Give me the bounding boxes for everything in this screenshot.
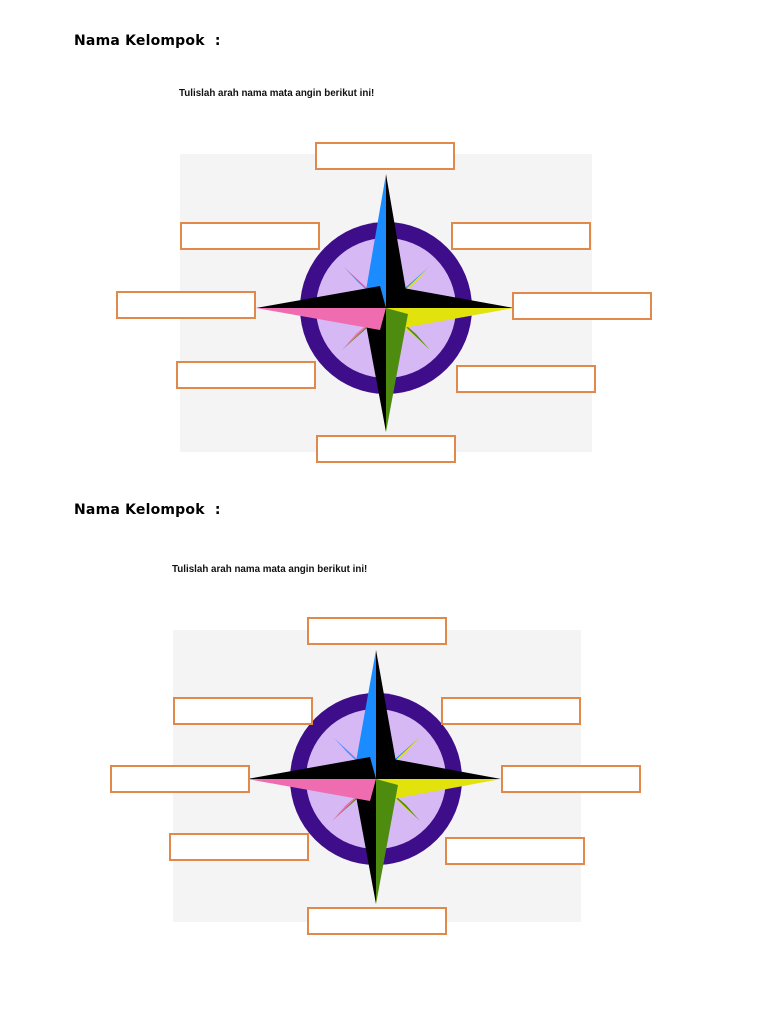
answer-box-east[interactable] — [501, 765, 641, 793]
answer-box-northwest[interactable] — [173, 697, 313, 725]
answer-box-southwest[interactable] — [169, 833, 309, 861]
answer-input-west[interactable] — [112, 767, 248, 791]
worksheet-2: Nama Kelompok : Tulislah arah nama mata … — [0, 470, 768, 950]
compass-rose-figure — [173, 630, 581, 922]
instruction-text: Tulislah arah nama mata angin berikut in… — [179, 88, 375, 99]
answer-input-southeast[interactable] — [447, 839, 583, 863]
answer-input-west[interactable] — [118, 293, 254, 317]
answer-box-north[interactable] — [315, 142, 455, 170]
answer-box-northwest[interactable] — [180, 222, 320, 250]
west-point — [256, 308, 386, 330]
answer-input-east[interactable] — [503, 767, 639, 791]
east-point — [386, 308, 514, 330]
answer-box-west[interactable] — [110, 765, 250, 793]
answer-box-north[interactable] — [307, 617, 447, 645]
cardinal-points — [247, 650, 501, 904]
answer-box-south[interactable] — [307, 907, 447, 935]
worksheet-1: Nama Kelompok : Tulislah arah nama mata … — [0, 0, 768, 480]
group-name-label: Nama Kelompok : — [74, 502, 221, 518]
answer-box-southwest[interactable] — [176, 361, 316, 389]
answer-box-southeast[interactable] — [445, 837, 585, 865]
answer-box-southeast[interactable] — [456, 365, 596, 393]
group-name-label: Nama Kelompok : — [74, 33, 221, 49]
answer-box-northeast[interactable] — [441, 697, 581, 725]
answer-input-east[interactable] — [514, 294, 650, 318]
south-point — [376, 779, 398, 904]
answer-input-south[interactable] — [309, 909, 445, 933]
east-point — [376, 779, 501, 801]
instruction-text: Tulislah arah nama mata angin berikut in… — [172, 564, 368, 575]
answer-box-northeast[interactable] — [451, 222, 591, 250]
north-point — [354, 650, 376, 779]
answer-input-north[interactable] — [309, 619, 445, 643]
cardinal-points — [256, 174, 514, 432]
answer-box-south[interactable] — [316, 435, 456, 463]
north-point — [364, 174, 386, 308]
west-point — [247, 779, 376, 801]
compass-rose-icon — [173, 630, 581, 922]
answer-box-west[interactable] — [116, 291, 256, 319]
answer-input-northeast[interactable] — [443, 699, 579, 723]
answer-input-northeast[interactable] — [453, 224, 589, 248]
answer-input-northwest[interactable] — [182, 224, 318, 248]
answer-input-north[interactable] — [317, 144, 453, 168]
answer-input-southwest[interactable] — [171, 835, 307, 859]
south-point — [386, 308, 408, 432]
answer-input-southwest[interactable] — [178, 363, 314, 387]
answer-box-east[interactable] — [512, 292, 652, 320]
answer-input-south[interactable] — [318, 437, 454, 461]
answer-input-northwest[interactable] — [175, 699, 311, 723]
answer-input-southeast[interactable] — [458, 367, 594, 391]
